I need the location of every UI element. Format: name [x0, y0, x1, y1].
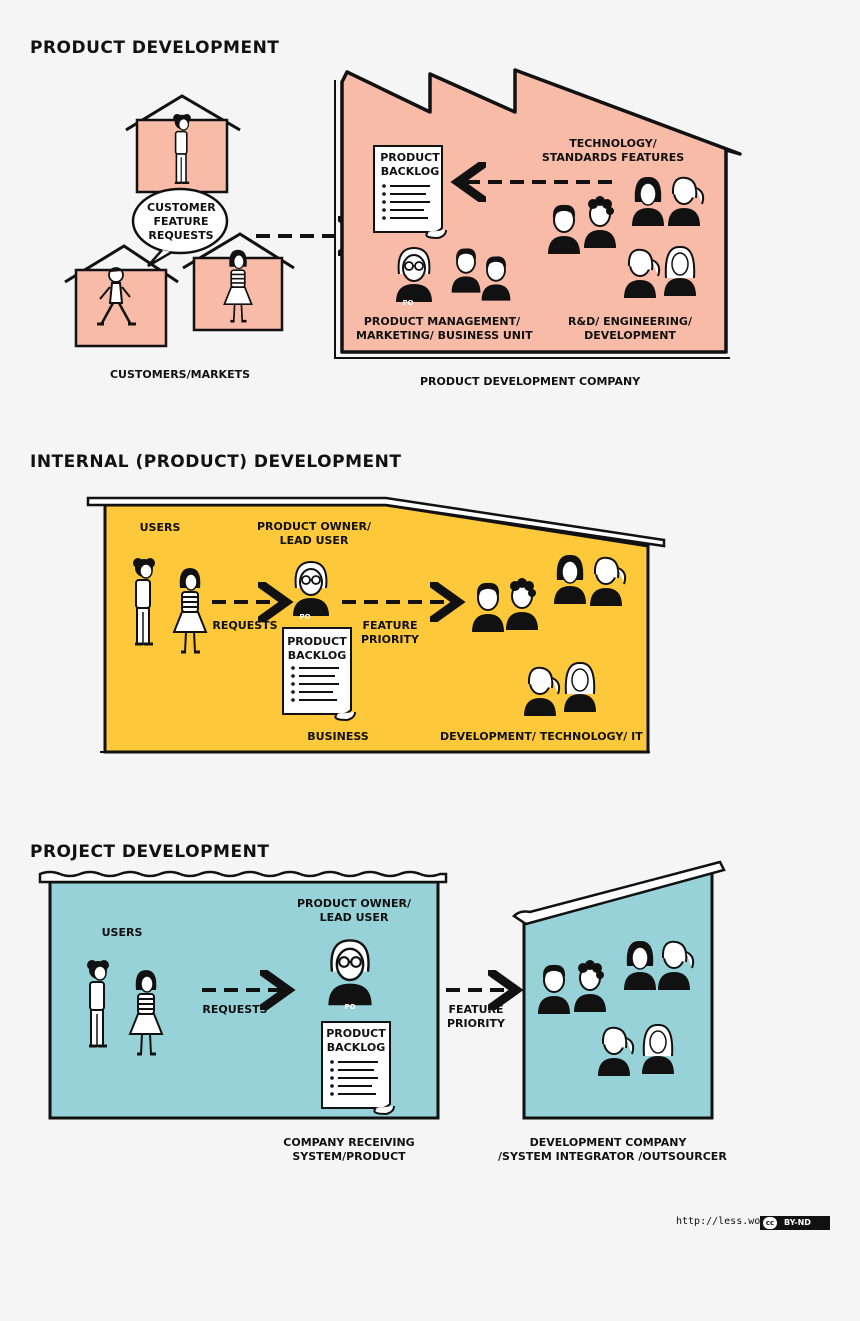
customer-house-top [125, 94, 241, 194]
feature-priority-label: FEATURE PRIORITY [446, 1003, 505, 1030]
section-title-internal-dev: INTERNAL (PRODUCT) DEVELOPMENT [30, 452, 402, 472]
dev-tech-label: DEVELOPMENT/ TECHNOLOGY/ IT [440, 730, 643, 743]
po-badge: PO [344, 1003, 356, 1011]
speech-bubble-text: CUSTOMER FEATURE REQUESTS [147, 201, 216, 242]
customer-house-right [182, 232, 295, 332]
po-badge: PO [402, 299, 414, 307]
backlog-title: PRODUCT BACKLOG [326, 1027, 386, 1054]
receiving-label: COMPANY RECEIVING SYSTEM/PRODUCT [283, 1136, 415, 1163]
users-label: USERS [139, 521, 181, 534]
customer-house-left [64, 244, 179, 348]
po-badge: PO [299, 613, 311, 621]
technology-label: TECHNOLOGY/ STANDARDS FEATURES [541, 137, 685, 164]
section-title-product-dev: PRODUCT DEVELOPMENT [30, 38, 280, 58]
license-badge[interactable]: cc BY-ND [760, 1216, 830, 1230]
pm-label: PRODUCT MANAGEMENT/ MARKETING/ BUSINESS … [356, 315, 533, 342]
customers-label: CUSTOMERS/MARKETS [109, 368, 251, 381]
requests-label: REQUESTS [212, 619, 278, 632]
po-label: PRODUCT OWNER/ LEAD USER [296, 897, 412, 924]
cc-icon: cc [763, 1217, 777, 1229]
po-label: PRODUCT OWNER/ LEAD USER [256, 520, 372, 547]
speech-bubble [131, 187, 229, 268]
feature-priority-label: FEATURE PRIORITY [360, 619, 419, 646]
business-label: BUSINESS [307, 730, 369, 743]
requests-label: REQUESTS [202, 1003, 268, 1016]
footer-url[interactable]: http://less.works [676, 1216, 779, 1227]
users-label: USERS [101, 926, 143, 939]
company-label: PRODUCT DEVELOPMENT COMPANY [420, 375, 641, 388]
license-text: BY-ND [784, 1218, 811, 1227]
rd-label: R&D/ ENGINEERING/ DEVELOPMENT [568, 315, 692, 342]
backlog-title: PRODUCT BACKLOG [380, 151, 440, 178]
backlog-title: PRODUCT BACKLOG [287, 635, 347, 662]
section-title-project-dev: PROJECT DEVELOPMENT [30, 842, 270, 862]
dev-company-label: DEVELOPMENT COMPANY /SYSTEM INTEGRATOR /… [498, 1136, 727, 1163]
